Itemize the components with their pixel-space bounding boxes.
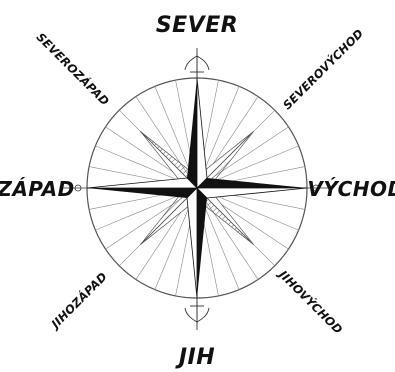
south-ornament (185, 298, 209, 330)
label-northeast: SEVEROVÝCHOD (279, 25, 366, 112)
label-northwest: SEVEROZÁPAD (34, 29, 113, 108)
label-west: ZÁPAD (0, 177, 75, 201)
label-east: VÝCHOD (307, 177, 395, 201)
north-ornament (185, 48, 209, 78)
label-north: SEVER (156, 13, 238, 38)
label-southwest: JIHOZÁPAD (46, 269, 110, 333)
label-southeast: JIHOVÝCHOD (275, 265, 346, 336)
label-south: JIH (175, 345, 215, 370)
